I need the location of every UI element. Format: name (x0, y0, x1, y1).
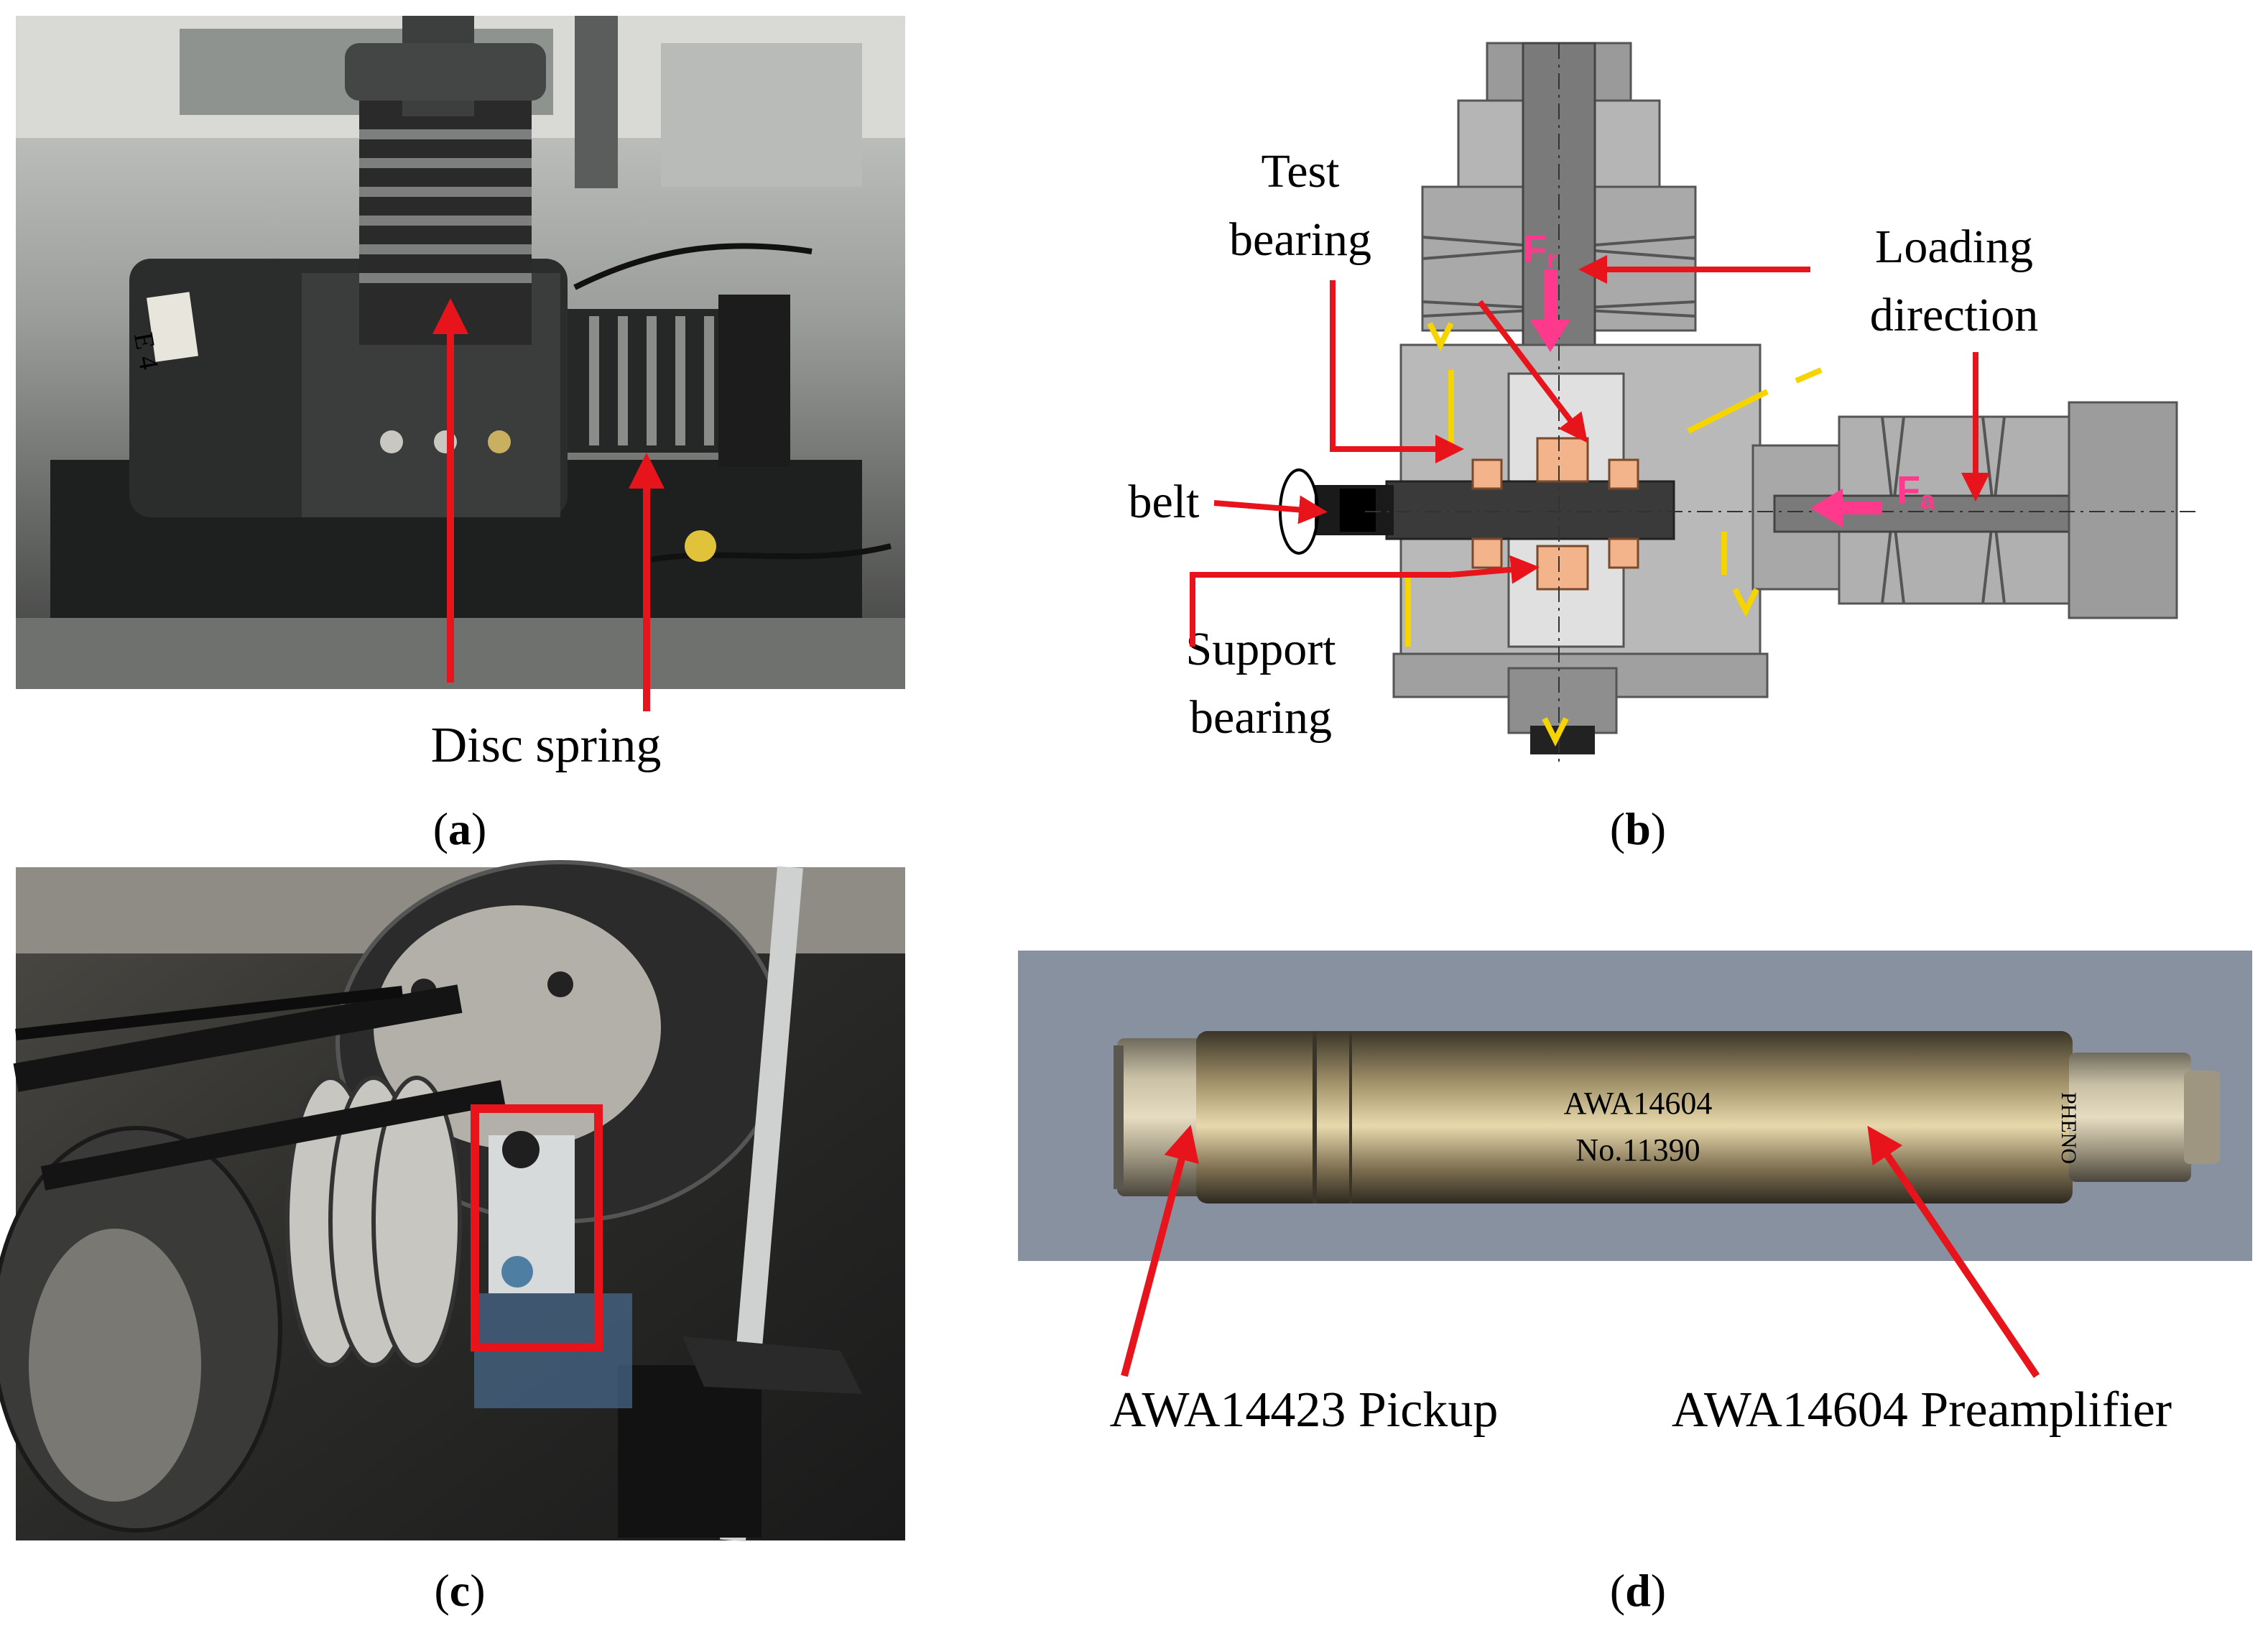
arrow-preamplifier (1867, 1125, 2040, 1378)
preamp-engraving-model: AWA14604 (1564, 1086, 1713, 1121)
panel-d-photo: AWA14604 No.11390 PHENO (1018, 951, 2252, 1261)
arrow-pickup (1121, 1124, 1199, 1377)
panel-d: AWA14604 No.11390 PHENO AWA14423 Pickup … (1018, 951, 2252, 1616)
label-test-bearing-line1: Test (1261, 145, 1339, 198)
label-disc-spring: Disc spring (431, 718, 662, 773)
label-support-line2: bearing (1190, 691, 1332, 744)
panel-c: (c) (0, 860, 905, 1616)
connector-engraving: PHENO (2057, 1092, 2080, 1164)
label-pickup: AWA14423 Pickup (1110, 1382, 1499, 1438)
preamp-engraving-serial: No.11390 (1575, 1132, 1700, 1168)
arrow-belt (1213, 495, 1328, 525)
caption-b: (b) (1610, 803, 1666, 854)
arrow-test-bearing-2 (1477, 300, 1588, 443)
force-radial-label: Fr (1523, 228, 1557, 274)
label-loading-line2: direction (1870, 289, 2039, 341)
force-axial-label: Fa (1897, 468, 1935, 514)
label-test-bearing-line2: bearing (1229, 213, 1371, 266)
panel-b: Fr Fa Test bearing Loading direction bel… (1129, 42, 2198, 854)
panel-c-photo (0, 860, 905, 1542)
panel-a: E 4 Disc spring (a) (16, 16, 905, 854)
panel-a-photo: E 4 (16, 16, 905, 689)
label-preamplifier: AWA14604 Preamplifier (1672, 1382, 2172, 1438)
caption-d: (d) (1610, 1565, 1666, 1616)
caption-a: (a) (433, 803, 487, 854)
label-belt: belt (1129, 476, 1200, 528)
label-support-line1: Support (1185, 623, 1336, 675)
arrow-support-bearing-line (1190, 572, 1451, 647)
arrow-test-bearing-1 (1330, 280, 1464, 463)
caption-c: (c) (434, 1565, 485, 1616)
panel-b-cross-section (1279, 42, 2198, 762)
arrow-support-bearing (1450, 555, 1540, 584)
label-loading-line1: Loading (1875, 221, 2033, 273)
panel-a-photo-tag: E 4 (128, 331, 164, 372)
panel-c-sensor-highlight (471, 1104, 603, 1352)
